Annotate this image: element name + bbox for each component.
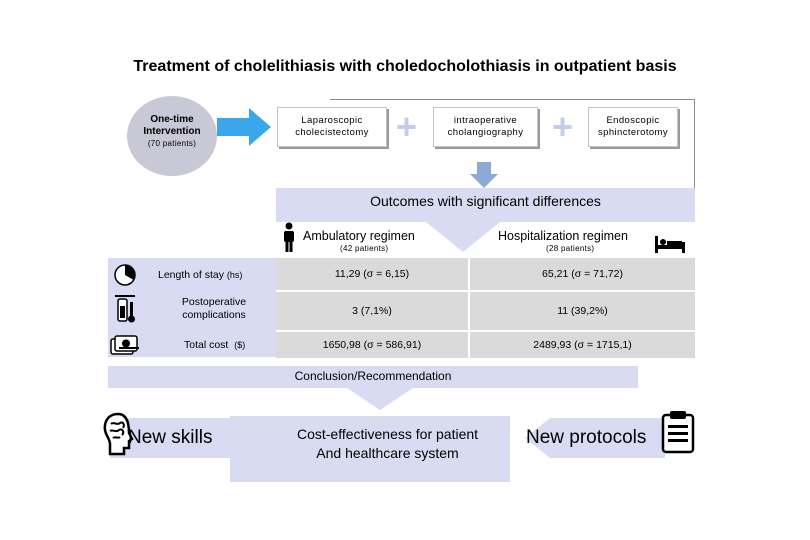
new-skills-label: New skills [128,427,213,448]
length-of-stay-label: Length of stay [158,269,224,281]
outcomes-band [276,188,695,252]
cost-effectiveness-line2: And healthcare system [316,445,459,461]
money-icon [110,335,139,355]
conclusion-shapes [110,416,665,482]
cell-complications-ambulatory: 3 (7,1%) [276,292,468,330]
iv-drip-icon [115,295,135,323]
step-cholangiography: intraoperative cholangiography [433,107,538,147]
step-laparoscopic: Laparoscopic cholecistectomy [277,107,387,147]
hospital-bed-icon [655,236,685,253]
plus-icon: + [552,106,574,147]
row-label-complications: Postoperative complications [181,296,247,321]
ambulatory-patients: (42 patients) [340,244,389,253]
conclusion-band [108,366,638,410]
conclusion-title: Conclusion/Recommendation [294,369,452,383]
row-label-length-of-stay: Length of stay (hs) [158,269,242,282]
cell-cost-hospital: 2489,93 (σ = 1715,1) [470,332,695,358]
step-sphincterotomy: Endoscopic sphincterotomy [588,107,678,147]
total-cost-unit: ($) [234,340,246,350]
intervention-label: One-time Intervention [143,114,201,137]
row-label-total-cost: Total cost ($) [184,339,245,352]
diagram-title: Treatment of cholelithiasis with choledo… [133,58,677,75]
down-arrow-icon [470,162,498,188]
person-icon [284,222,294,252]
length-of-stay-unit: (hs) [226,270,243,280]
cell-cost-ambulatory: 1650,98 (σ = 586,91) [276,332,468,358]
cell-stay-hospital: 65,21 (σ = 71,72) [470,258,695,290]
cost-effectiveness-text: Cost-effectiveness for patient And healt… [255,425,520,463]
plus-icon: + [396,106,418,147]
cell-stay-ambulatory: 11,29 (σ = 6,15) [276,258,468,290]
clipboard-icon [661,411,695,454]
outcomes-title: Outcomes with significant differences [370,193,601,209]
connector-top-line [330,99,694,100]
intervention-patients: (70 patients) [147,139,197,148]
clock-pie-icon [114,264,136,286]
intervention-circle [127,96,217,176]
step-cholangiography-label: intraoperative cholangiography [447,115,524,138]
right-arrow-icon [217,108,271,146]
new-protocols-label: New protocols [526,427,647,448]
step-laparoscopic-label: Laparoscopic cholecistectomy [295,115,369,138]
hospitalization-regimen-title: Hospitalization regimen [498,229,628,243]
cost-effectiveness-line1: Cost-effectiveness for patient [296,426,479,442]
cell-complications-hospital: 11 (39,2%) [470,292,695,330]
ambulatory-regimen-title: Ambulatory regimen [303,229,415,243]
hospitalization-patients: (28 patients) [546,244,595,253]
step-sphincterotomy-label: Endoscopic sphincterotomy [597,115,669,138]
connector-right-line [694,99,695,192]
total-cost-label: Total cost [184,339,229,351]
brain-head-icon [103,412,134,456]
